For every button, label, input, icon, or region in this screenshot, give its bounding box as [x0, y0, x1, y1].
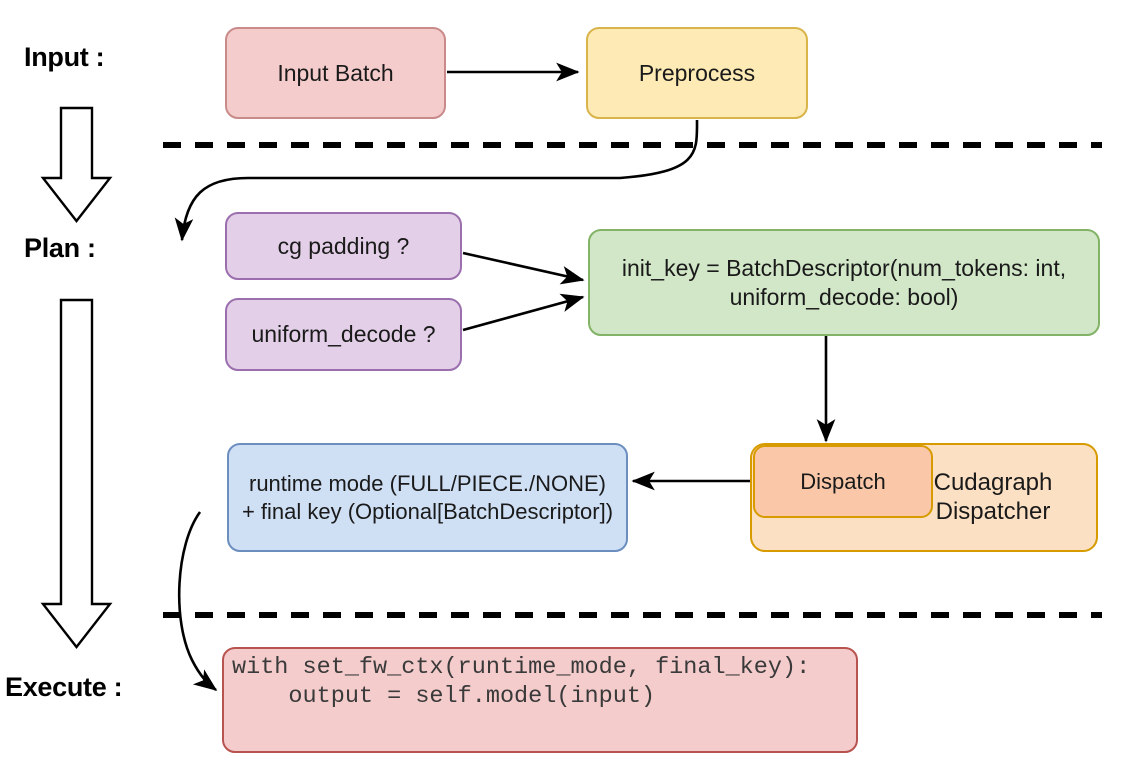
node-uniform-decode[interactable]: uniform_decode ?: [225, 298, 462, 371]
stage-label-plan: Plan :: [24, 233, 96, 263]
node-runtime-mode-line2: + final key (Optional[BatchDescriptor]): [241, 498, 614, 524]
connector-uniform-decode-to-init-key: [462, 293, 585, 332]
node-preprocess[interactable]: Preprocess: [586, 27, 808, 119]
node-init-key[interactable]: init_key = BatchDescriptor(num_tokens: i…: [588, 229, 1100, 336]
stage-label-execute: Execute :: [5, 672, 123, 702]
node-runtime-mode[interactable]: runtime mode (FULL/PIECE./NONE) + final …: [227, 443, 628, 552]
node-init-key-line2: uniform_decode: bool): [729, 283, 959, 310]
node-execute-code-line1: with set_fw_ctx(runtime_mode, final_key)…: [232, 654, 811, 681]
stage-label-input: Input :: [24, 42, 105, 72]
node-init-key-line1: init_key = BatchDescriptor(num_tokens: i…: [621, 254, 1067, 281]
node-cg-padding[interactable]: cg padding ?: [225, 212, 462, 280]
node-cudagraph-dispatcher-line2: Dispatcher: [935, 497, 1051, 525]
plan-to-execute-arrow: [40, 298, 113, 649]
node-dispatch[interactable]: Dispatch: [753, 445, 933, 518]
node-cudagraph-dispatcher-label: Cudagraph Dispatcher: [904, 469, 1082, 527]
connector-runtime-mode-to-execute-code: [177, 511, 218, 692]
input-to-plan-arrow: [40, 106, 113, 223]
node-runtime-mode-line1: runtime mode (FULL/PIECE./NONE): [249, 471, 606, 496]
node-input-batch[interactable]: Input Batch: [225, 27, 446, 119]
node-cudagraph-dispatcher-line1: Cudagraph: [933, 468, 1053, 496]
node-execute-code-line2: output = self.model(input): [232, 683, 656, 711]
connector-cg-padding-to-init-key: [462, 251, 585, 285]
node-execute-code[interactable]: with set_fw_ctx(runtime_mode, final_key)…: [222, 647, 858, 753]
